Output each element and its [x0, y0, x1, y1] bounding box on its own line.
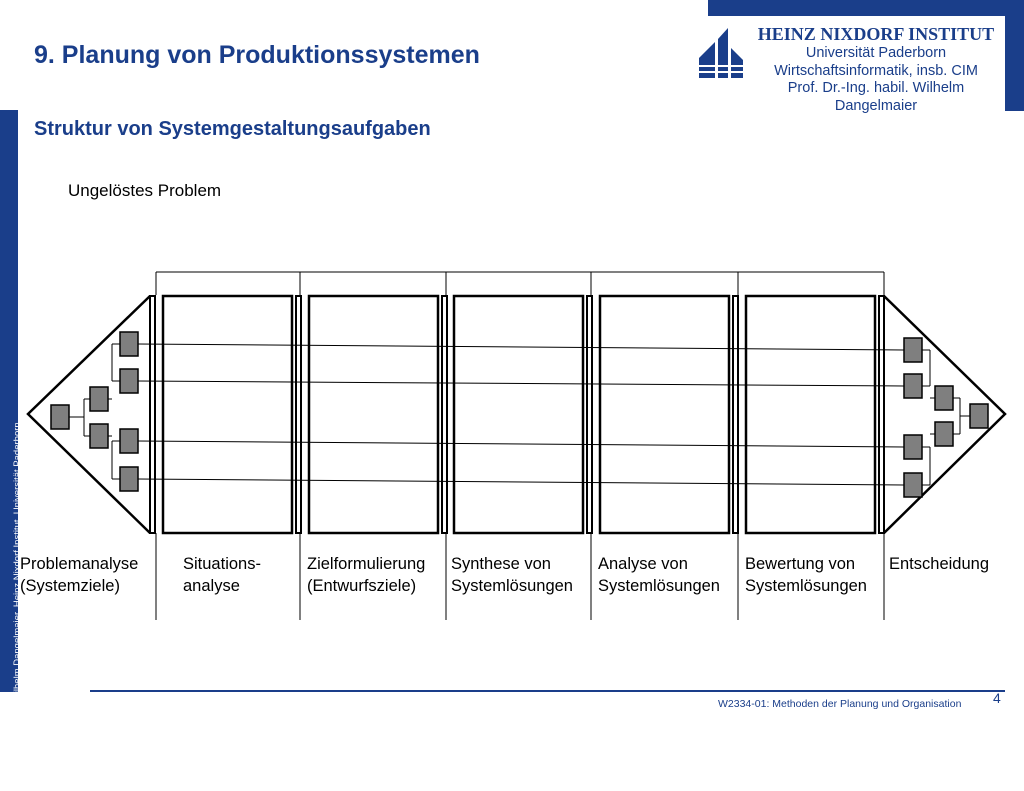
right-brand-bar [1005, 16, 1024, 111]
institute-professor: Prof. Dr.-Ing. habil. Wilhelm Dangelmaie… [787, 80, 965, 114]
footer-course: W2334-01: Methoden der Planung und Organ… [718, 698, 962, 710]
stage-analyse: Analyse von Systemlösungen [598, 553, 720, 597]
institute-department: Wirtschaftsinformatik, insb. CIM [774, 62, 978, 79]
right-arrow-head [883, 295, 1007, 534]
left-leaf-node-3 [119, 428, 139, 454]
stage-label-line1: Problemanalyse [20, 555, 139, 573]
institute-name: HEINZ NIXDORF INSTITUT [757, 24, 995, 44]
right-tree [922, 349, 970, 486]
process-diagram [26, 271, 1007, 620]
stage-label-line2: (Systemziele) [20, 577, 120, 595]
stage-label-line2: (Entwurfsziele) [307, 577, 417, 595]
stage-situationsanalyse: Situations- analyse [183, 553, 261, 597]
left-mid-node-1 [89, 386, 109, 412]
left-root-node [50, 404, 70, 430]
top-brand-bar [708, 0, 1024, 16]
page-number: 4 [993, 690, 1001, 706]
page-subtitle: Struktur von Systemgestaltungsaufgaben [34, 118, 431, 140]
page-title: 9. Planung von Produktionssystemen [34, 41, 480, 69]
right-mid-node-1 [934, 385, 954, 411]
separators [149, 295, 885, 534]
flow-lines [137, 343, 905, 486]
right-leaf-node-2 [903, 373, 923, 399]
left-leaf-node-4 [119, 466, 139, 492]
stage-label-line2: Systemlösungen [745, 577, 867, 595]
right-root-node [969, 403, 989, 429]
stage-problemanalyse: Problemanalyse (Systemziele) [20, 553, 138, 597]
stage-boxes [161, 294, 877, 535]
right-mid-node-2 [934, 421, 954, 447]
left-tree [68, 343, 120, 480]
top-bracket [155, 271, 885, 295]
institute-block: HEINZ NIXDORF INSTITUT Universität Pader… [750, 24, 1002, 115]
left-leaf-node-2 [119, 368, 139, 394]
stage-bewertung: Bewertung von Systemlösungen [745, 553, 867, 597]
stage-synthese: Synthese von Systemlösungen [451, 553, 573, 597]
stage-label-line2: Systemlösungen [451, 577, 573, 595]
right-leaf-node-1 [903, 337, 923, 363]
left-mid-node-2 [89, 423, 109, 449]
problem-label: Ungelöstes Problem [68, 181, 222, 200]
stage-label-line1: Entscheidung [889, 555, 989, 573]
institute-logo-icon [699, 28, 743, 78]
stage-label-line1: Situations- [183, 555, 261, 573]
left-arrow-head [26, 295, 151, 534]
footer-divider [90, 690, 1005, 692]
stage-label-line1: Bewertung von [745, 555, 856, 573]
stage-entscheidung: Entscheidung [889, 553, 989, 575]
left-leaf-node-1 [119, 331, 139, 357]
right-leaf-node-4 [903, 472, 923, 498]
stage-zielformulierung: Zielformulierung (Entwurfsziele) [307, 553, 425, 597]
stage-label-line2: analyse [183, 577, 240, 595]
left-brand-bar: © Prof. Dr.-Ing habil. Wilhelm Dangelmai… [0, 110, 23, 791]
stage-label-line1: Analyse von [598, 555, 688, 573]
right-leaf-node-3 [903, 434, 923, 460]
stage-label-line2: Systemlösungen [598, 577, 720, 595]
stage-label-line1: Synthese von [451, 555, 551, 573]
stage-label-line1: Zielformulierung [307, 555, 426, 573]
institute-university: Universität Paderborn [805, 45, 947, 61]
